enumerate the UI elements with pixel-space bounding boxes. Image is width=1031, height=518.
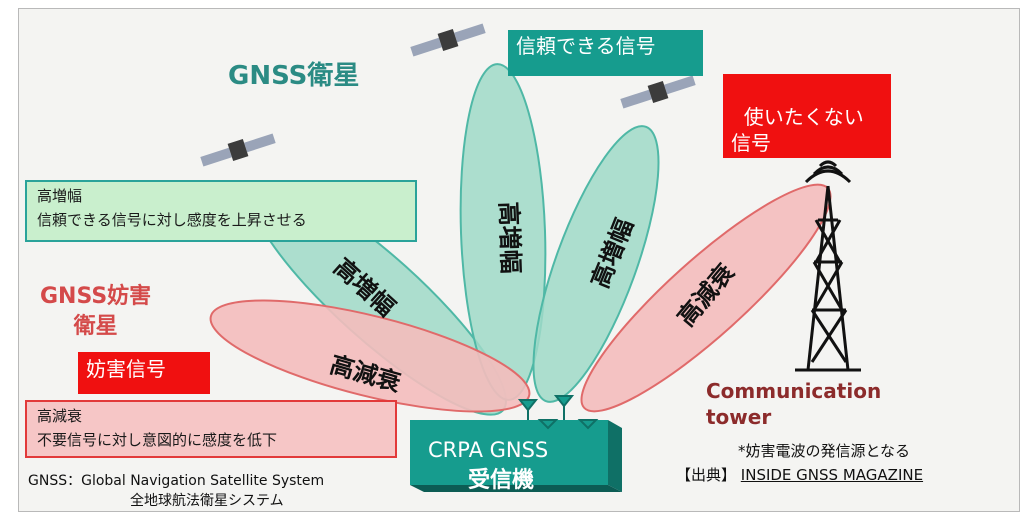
atten-lobe-left <box>209 299 531 413</box>
high-atten-legend: 高減衰 不要信号に対し意図的に感度を低下 <box>25 400 397 458</box>
antenna-icon <box>517 395 599 430</box>
gain-lobe-right <box>532 125 660 403</box>
receiver-unit <box>410 420 622 492</box>
gnss-definition: GNSS：Global Navigation Satellite System <box>28 473 325 489</box>
lobe-label-gain-center: 高増幅 <box>494 201 525 275</box>
reliable-signal-label: 信頼できる信号 <box>516 34 656 58</box>
gnss-satellite-title: GNSS衛星 <box>228 61 360 91</box>
high-atten-title: 高減衰 <box>37 407 83 425</box>
tower-label: Communication tower <box>706 379 882 429</box>
jammer-satellite-title: GNSS妨害 衛星 <box>40 284 152 339</box>
source-prefix: 【出典】 <box>676 466 737 484</box>
high-gain-legend: 高増幅 信頼できる信号に対し感度を上昇させる <box>25 180 417 242</box>
receiver-label-line2: 受信機 <box>468 468 535 493</box>
jamming-signal-callout: 妨害信号 <box>78 352 210 394</box>
receiver-label-line1: CRPA GNSS <box>428 438 549 462</box>
unwanted-signal-label: 使いたくない 信号 <box>731 105 864 155</box>
reliable-signal-callout: 信頼できる信号 <box>508 30 703 76</box>
gnss-definition-jp: 全地球航法衛星システム <box>130 493 284 509</box>
satellite-icon <box>200 133 276 167</box>
source-link[interactable]: INSIDE GNSS MAGAZINE <box>740 466 924 484</box>
source-citation: 【出典】 INSIDE GNSS MAGAZINE <box>676 464 923 485</box>
antenna-lobes <box>209 63 832 416</box>
jamming-signal-label: 妨害信号 <box>86 357 166 381</box>
satellite-icon <box>620 75 696 109</box>
high-atten-desc: 不要信号に対し意図的に感度を低下 <box>37 431 278 449</box>
communication-tower-icon <box>795 160 861 372</box>
jamming-source-note: *妨害電波の発信源となる <box>738 442 911 460</box>
high-gain-desc: 信頼できる信号に対し感度を上昇させる <box>37 211 307 229</box>
high-gain-title: 高増幅 <box>37 187 83 205</box>
unwanted-signal-callout: 使いたくない 信号 <box>723 74 891 158</box>
satellite-icon <box>410 23 486 57</box>
